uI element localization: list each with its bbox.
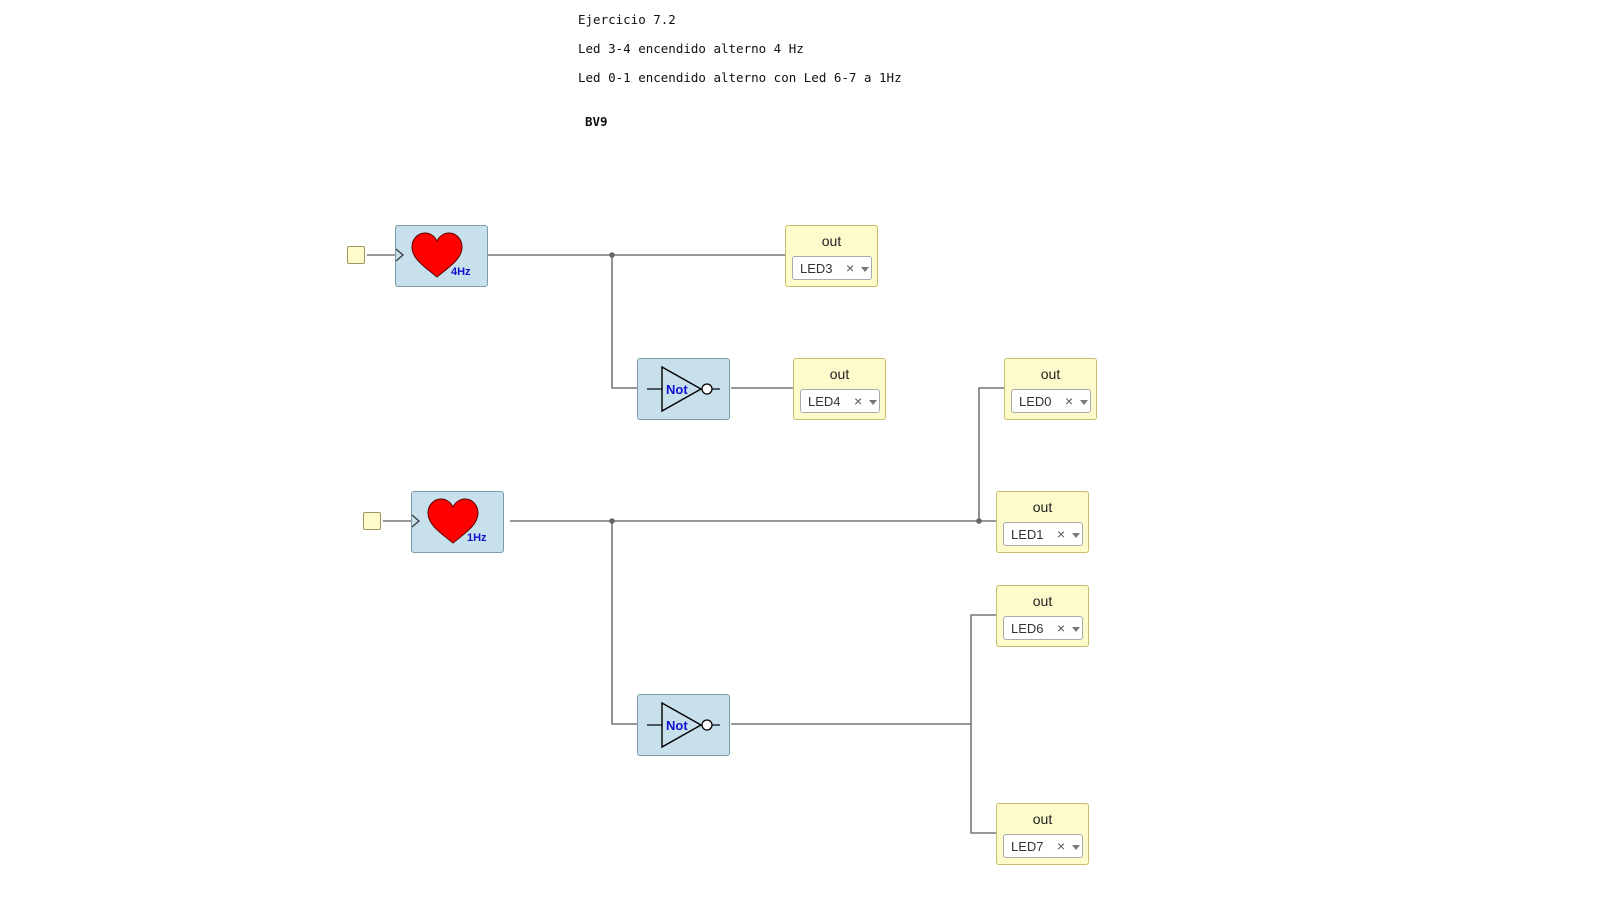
wire-1hz-not — [611, 521, 637, 725]
led-select-value: LED3 — [800, 261, 833, 276]
output-label: out — [1032, 811, 1053, 827]
output-block-led0[interactable]: out LED0 × — [1004, 358, 1097, 420]
output-label: out — [1040, 366, 1061, 382]
chevron-down-icon[interactable] — [1072, 845, 1080, 850]
output-block-led4[interactable]: out LED4 × — [793, 358, 886, 420]
heartbeat-block-4hz[interactable]: 4Hz — [395, 225, 488, 287]
junction-dot — [976, 518, 982, 524]
led-select-value: LED1 — [1011, 527, 1044, 542]
led-select-value: LED0 — [1019, 394, 1052, 409]
heart-icon — [395, 232, 463, 278]
output-label: out — [829, 366, 850, 382]
chevron-down-icon[interactable] — [1072, 627, 1080, 632]
not-gate-icon — [647, 701, 720, 749]
clear-icon[interactable]: × — [1065, 393, 1074, 409]
led-select[interactable]: LED3 × — [792, 256, 872, 280]
input-pin[interactable] — [363, 512, 381, 530]
clear-icon[interactable]: × — [854, 393, 863, 409]
chevron-down-icon[interactable] — [1072, 533, 1080, 538]
wire-1hz-led0 — [978, 387, 1004, 521]
chevron-down-icon[interactable] — [869, 400, 877, 405]
led-select[interactable]: LED1 × — [1003, 522, 1083, 546]
output-block-led6[interactable]: out LED6 × — [996, 585, 1089, 647]
clear-icon[interactable]: × — [846, 260, 855, 276]
output-label: out — [821, 233, 842, 249]
note-line-1: Led 3-4 encendido alterno 4 Hz — [578, 41, 804, 56]
led-select[interactable]: LED7 × — [1003, 834, 1083, 858]
wire-4hz-not — [611, 255, 637, 389]
note-tag: BV9 — [585, 114, 608, 129]
note-line-2: Led 0-1 encendido alterno con Led 6-7 a … — [578, 70, 902, 85]
chevron-down-icon[interactable] — [861, 267, 869, 272]
output-block-led1[interactable]: out LED1 × — [996, 491, 1089, 553]
not-gate-block[interactable]: Not — [637, 358, 730, 420]
note-title: Ejercicio 7.2 — [578, 12, 676, 27]
heart-icon — [411, 498, 479, 544]
clear-icon[interactable]: × — [1057, 838, 1066, 854]
junction-dot — [609, 252, 615, 258]
heartbeat-block-1hz[interactable]: 1Hz — [411, 491, 504, 553]
frequency-label: 4Hz — [451, 266, 471, 278]
not-gate-label: Not — [666, 382, 688, 397]
chevron-down-icon[interactable] — [1080, 400, 1088, 405]
frequency-label: 1Hz — [467, 532, 487, 544]
output-block-led3[interactable]: out LED3 × — [785, 225, 878, 287]
not-gate-icon — [647, 365, 720, 413]
wire-bus-led6-led7 — [970, 614, 996, 834]
not-gate-label: Not — [666, 718, 688, 733]
clear-icon[interactable]: × — [1057, 620, 1066, 636]
led-select[interactable]: LED0 × — [1011, 389, 1091, 413]
led-select-value: LED6 — [1011, 621, 1044, 636]
led-select-value: LED7 — [1011, 839, 1044, 854]
led-select[interactable]: LED6 × — [1003, 616, 1083, 640]
output-label: out — [1032, 593, 1053, 609]
clear-icon[interactable]: × — [1057, 526, 1066, 542]
led-select-value: LED4 — [808, 394, 841, 409]
junction-dot — [609, 518, 615, 524]
output-label: out — [1032, 499, 1053, 515]
output-block-led7[interactable]: out LED7 × — [996, 803, 1089, 865]
not-gate-block[interactable]: Not — [637, 694, 730, 756]
input-pin[interactable] — [347, 246, 365, 264]
led-select[interactable]: LED4 × — [800, 389, 880, 413]
